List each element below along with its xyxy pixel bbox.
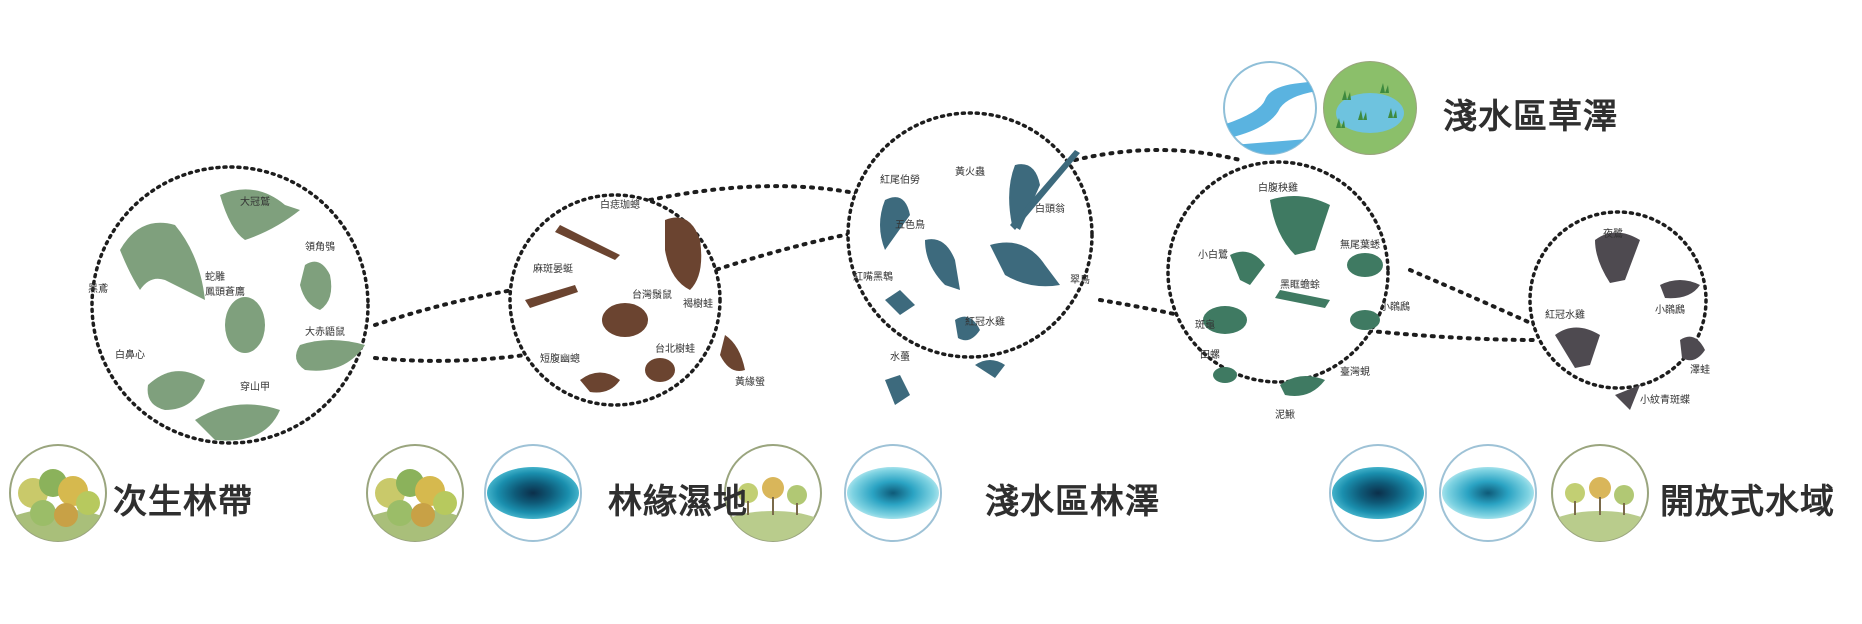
species-label: 白鼻心 [115,348,145,361]
species-label: 紅冠水雞 [965,315,1005,328]
species-label: 紅冠水雞 [1545,308,1585,321]
species-label: 穿山甲 [240,380,270,393]
species-label: 臺灣蜆 [1340,365,1370,378]
species-label: 田螺 [1200,349,1220,361]
species-circle-shallow-grass-marsh: 白腹秧雞 小白鷺 無尾葉蟋 斑龜 黑眶蟾蜍 小鸊鷉 田螺 臺灣蜆 泥鰍 [1166,160,1410,421]
species-label: 紅嘴黑鵯 [853,270,893,283]
species-circle-open-water: 夜鷺 小鸊鷉 紅冠水雞 澤蛙 小紋青斑蝶 [1528,210,1710,410]
species-label: 五色鳥 [895,218,925,231]
species-label: 蛇雕 [205,270,225,283]
species-label: 黃緣螢 [735,375,765,388]
species-silhouettes [525,217,745,393]
species-label: 無尾葉蟋 [1340,238,1380,251]
species-label: 水蠆 [890,350,910,363]
species-label: 台北樹蛙 [655,342,695,355]
species-silhouettes [880,150,1080,405]
species-label: 泥鰍 [1275,408,1295,421]
shallow-pond-icon [1439,444,1537,542]
species-label: 紅尾伯勞 [880,173,920,186]
shallow-pond-icon [844,444,942,542]
habitat-label-forest-edge-wetland: 林緣濕地 [608,482,748,522]
species-label: 白痣珈蟌 [600,198,640,211]
species-label: 白腹秧雞 [1258,181,1298,194]
habitat-label-shallow-grass-marsh: 淺水區草澤 [1443,97,1618,137]
forest-icon [366,444,464,542]
habitat-label-open-water: 開放式水域 [1660,482,1835,522]
species-label: 小鸊鷉 [1380,300,1410,313]
species-label: 鳳頭蒼鷹 [205,285,245,298]
species-label: 大赤鼯鼠 [305,325,345,338]
species-label: 黑鳶 [88,282,108,295]
species-label: 斑龜 [1195,318,1215,331]
species-label: 黃火蟲 [955,165,985,178]
species-circle-forest-edge-wetland: 白痣珈蟌 麻斑晏蜓 台灣鬚鼠 短腹幽蟌 褐樹蛙 台北樹蛙 黃緣螢 [508,193,765,407]
species-label: 翠鳥 [1070,273,1090,286]
species-label: 黑眶蟾蜍 [1280,278,1320,291]
species-label: 小鸊鷉 [1655,303,1685,316]
species-label: 麻斑晏蜓 [533,262,573,275]
habitat-label-shallow-forest-marsh: 淺水區林澤 [985,482,1160,522]
species-label: 小紋青斑蝶 [1640,393,1690,406]
deep-pond-icon [484,444,582,542]
species-label: 夜鷺 [1603,227,1623,240]
sparse-forest-icon [724,444,822,542]
species-silhouettes [1203,196,1383,396]
sparse-forest-icon [1551,444,1649,542]
deep-pond-icon [1329,444,1427,542]
species-label: 褐樹蛙 [683,297,713,310]
species-label: 大冠鷲 [240,195,270,208]
species-label: 小白鷺 [1198,248,1228,261]
species-label: 澤蛙 [1690,363,1710,376]
species-label: 短腹幽蟌 [540,352,580,365]
river-icon [1223,61,1317,155]
species-label: 台灣鬚鼠 [632,288,672,301]
grass-marsh-icon [1323,61,1417,155]
forest-icon [9,444,107,542]
species-silhouettes [120,189,365,441]
habitat-label-secondary-forest: 次生林帶 [113,482,253,522]
species-circle-shallow-forest-marsh: 紅尾伯勞 黃火蟲 白頭翁 五色鳥 紅嘴黑鵯 翠鳥 紅冠水雞 水蠆 [846,111,1094,405]
species-label: 白頭翁 [1035,202,1065,215]
species-silhouettes [1555,232,1705,410]
species-label: 領角鴞 [305,240,335,253]
species-circle-secondary-forest: 大冠鷲 黑鳶 領角鴞 蛇雕 鳳頭蒼鷹 大赤鼯鼠 白鼻心 穿山甲 [88,165,370,445]
